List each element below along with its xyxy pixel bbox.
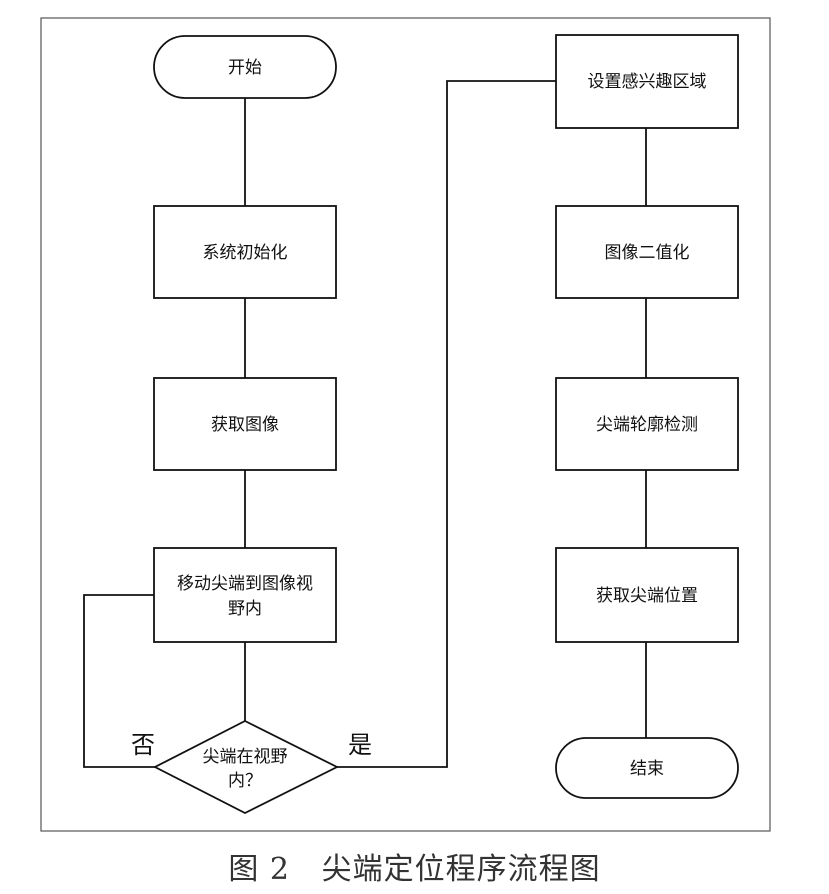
decision-label-line1: 尖端在视野 (203, 747, 288, 767)
get-position-process (555, 547, 739, 643)
start-terminal (153, 35, 337, 99)
get-position-label: 获取尖端位置 (596, 586, 698, 606)
binarize-process (555, 205, 739, 299)
connector-no-loop (83, 594, 155, 768)
end-terminal (555, 737, 739, 799)
connector-yes-branch (337, 80, 556, 768)
branch-yes-label: 是 (348, 731, 372, 759)
figure-frame (40, 17, 771, 832)
contour-detect-label: 尖端轮廓检测 (596, 415, 698, 435)
contour-detect-process (555, 377, 739, 471)
move-tip-label-line1: 移动尖端到图像视 (177, 574, 313, 594)
decision-label-line2: 内？ (228, 771, 262, 791)
acquire-image-label: 获取图像 (211, 415, 279, 435)
figure-caption: 图 2 尖端定位程序流程图 (228, 852, 601, 887)
init-process (153, 205, 337, 299)
start-label: 开始 (228, 58, 262, 78)
in-view-decision (153, 719, 340, 815)
move-tip-process (153, 547, 337, 643)
set-roi-process (555, 34, 739, 129)
branch-no-label: 否 (131, 731, 155, 759)
move-tip-label-line2: 野内 (228, 599, 262, 619)
binarize-label: 图像二值化 (605, 243, 690, 263)
init-label: 系统初始化 (203, 243, 288, 263)
acquire-image-process (153, 377, 337, 471)
end-label: 结束 (630, 759, 664, 779)
set-roi-label: 设置感兴趣区域 (588, 72, 707, 92)
